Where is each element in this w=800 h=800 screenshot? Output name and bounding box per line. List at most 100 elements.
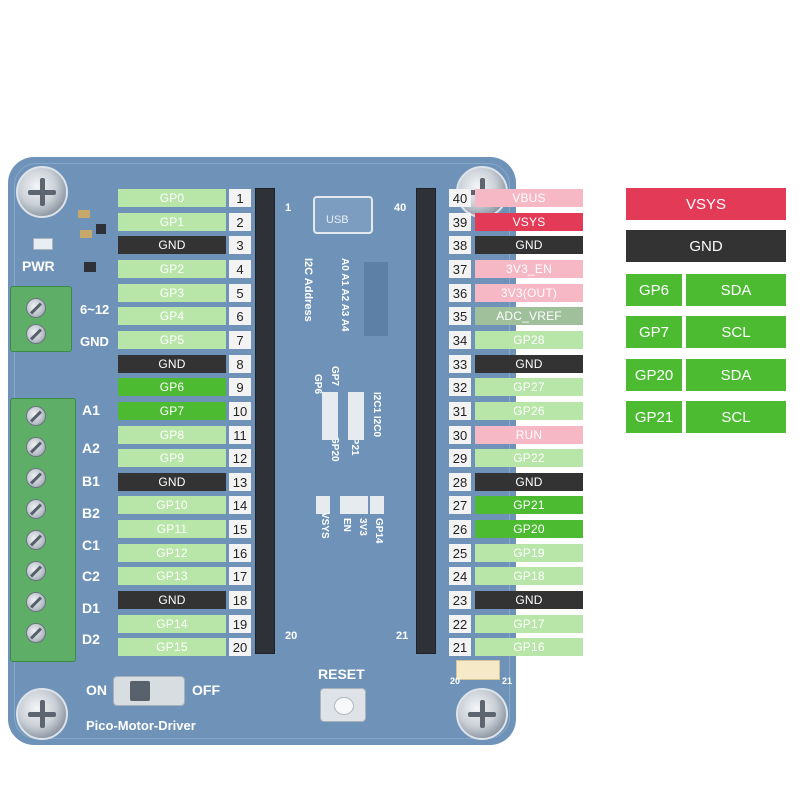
header-left-top-label: 1 [285,202,292,214]
terminal-screw [26,437,46,457]
pin-number-right: 35 [449,307,471,325]
pin-label-right: GP28 [475,331,583,349]
product-name-label: Pico-Motor-Driver [86,718,196,733]
port-label-d2: D2 [82,631,100,647]
mounting-screw-top-left [16,166,68,218]
legend-gnd: GND [626,230,786,262]
vsys-label: VSYS [319,512,330,539]
pin-label-left: GP11 [118,520,226,538]
usb-connector-outline [313,196,373,234]
pin-number-left: 6 [229,307,251,325]
pin-label-right: ADC_VREF [475,307,583,325]
legend-func-sda: SDA [686,274,786,306]
terminal-screw [26,468,46,488]
pin-label-left: GP15 [118,638,226,656]
usb-label: USB [326,214,349,226]
pin-label-right: GP19 [475,544,583,562]
pin-number-left: 20 [229,638,251,656]
pin-label-left: GP8 [118,426,226,444]
i2c-jumper-right [348,392,364,440]
pin-number-left: 15 [229,520,251,538]
pin-number-right: 22 [449,615,471,633]
pin-number-right: 39 [449,213,471,231]
reset-button [320,688,366,722]
legend-func-scl: SCL [686,401,786,433]
legend-pin-gp7: GP7 [626,316,682,348]
pin-label-right: GND [475,236,583,254]
en-jumper-pad [340,496,354,514]
jumper-gp6-label: GP6 [312,374,323,395]
pin-label-right: 3V3_EN [475,260,583,278]
power-gnd-label: GND [80,334,109,349]
smd-component [80,230,92,238]
pin-number-right: 29 [449,449,471,467]
pin-number-left: 9 [229,378,251,396]
pin-label-right: GND [475,473,583,491]
pin-number-right: 23 [449,591,471,609]
pin-label-right: GND [475,355,583,373]
reset-label: RESET [318,666,365,682]
switch-on-label: ON [86,682,107,698]
header-right-top-label: 40 [394,202,407,214]
pin-number-right: 34 [449,331,471,349]
pin-number-left: 2 [229,213,251,231]
pin-label-right: GP18 [475,567,583,585]
pin-number-right: 37 [449,260,471,278]
pin-label-right: VBUS [475,189,583,207]
legend-pin-gp21: GP21 [626,401,682,433]
header-right-bottom-label: 21 [396,630,409,642]
port-label-b1: B1 [82,473,100,489]
pin-number-left: 13 [229,473,251,491]
pin-label-left: GND [118,236,226,254]
pin-number-right: 28 [449,473,471,491]
pin-number-right: 30 [449,426,471,444]
smd-component [78,210,90,218]
pin-number-left: 11 [229,426,251,444]
pin-number-left: 10 [229,402,251,420]
terminal-screw [26,499,46,519]
pin-label-right: GP27 [475,378,583,396]
terminal-screw [26,324,46,344]
pin-number-right: 27 [449,496,471,514]
legend-func-scl: SCL [686,316,786,348]
motor-terminal-block [10,398,76,662]
mounting-screw-bottom-left [16,688,68,740]
terminal-screw [26,623,46,643]
i2c-address-label: I2C Address [302,258,314,322]
legend-pin-gp20: GP20 [626,359,682,391]
v3-label: 3V3 [357,518,368,536]
small-connector [456,660,500,680]
port-label-b2: B2 [82,505,100,521]
terminal-screw [26,530,46,550]
i2c-select-label: I2C1 I2C0 [371,392,382,438]
pin-label-right: VSYS [475,213,583,231]
port-label-a1: A1 [82,402,100,418]
en-label: EN [341,518,352,532]
pwr-led [33,238,53,250]
pin-number-left: 1 [229,189,251,207]
pin-number-right: 31 [449,402,471,420]
port-label-c1: C1 [82,537,100,553]
legend-pin-gp6: GP6 [626,274,682,306]
pin-label-left: GP4 [118,307,226,325]
terminal-screw [26,298,46,318]
pin-label-left: GP6 [118,378,226,396]
address-bits-label: A0 A1 A2 A3 A4 [339,258,350,332]
pin-label-left: GP9 [118,449,226,467]
pin-label-left: GND [118,591,226,609]
pin-number-right: 33 [449,355,471,373]
pin-number-left: 14 [229,496,251,514]
legend-func-sda: SDA [686,359,786,391]
left-pin-header [255,188,275,654]
pin-number-right: 26 [449,520,471,538]
connector-right-label: 21 [502,676,513,686]
i2c-address-label-wrap: I2C Address [298,258,316,344]
pin-number-right: 21 [449,638,471,656]
pin-label-left: GND [118,473,226,491]
pin-label-right: 3V3(OUT) [475,284,583,302]
legend-vsys: VSYS [626,188,786,220]
pin-number-right: 38 [449,236,471,254]
pin-number-left: 18 [229,591,251,609]
pin-label-right: GP26 [475,402,583,420]
